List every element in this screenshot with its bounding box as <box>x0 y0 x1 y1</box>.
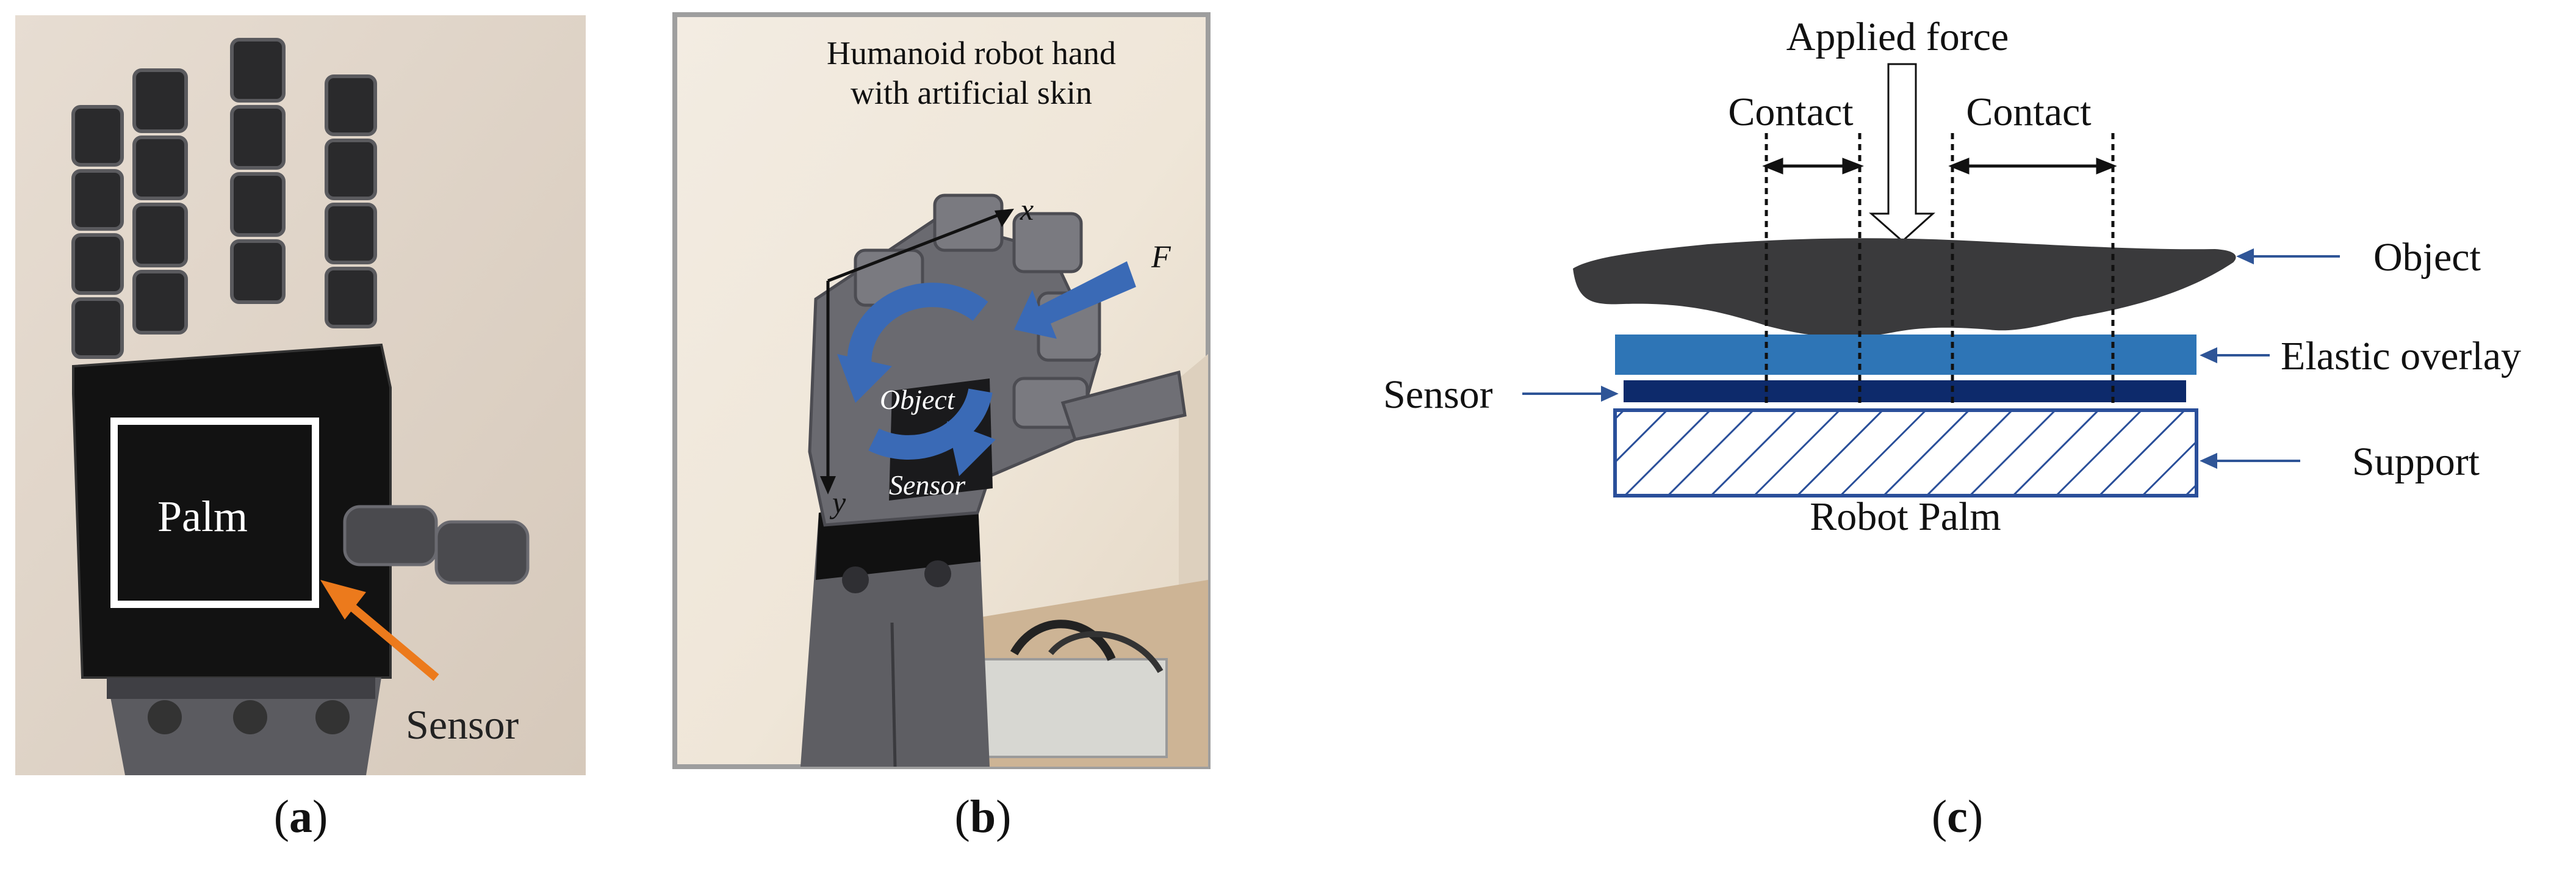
panel-a-photo: Palm Sensor <box>15 15 586 775</box>
electronics-box <box>982 658 1168 758</box>
object-label-c: Object <box>2373 235 2481 280</box>
sensor-square <box>110 418 319 608</box>
robot-fingers <box>71 38 377 359</box>
palm-label: Palm <box>157 492 248 541</box>
caption-a: (a) <box>273 791 328 842</box>
panel-b-title-line2: with artificial skin <box>851 74 1092 111</box>
object-label: Object <box>880 384 955 415</box>
sensor-pointer-arrowhead <box>320 580 366 620</box>
layer-pointer-arrows <box>1522 248 2340 469</box>
sensor-label-b: Sensor <box>889 469 966 501</box>
support-label: Support <box>2352 440 2480 484</box>
x-axis <box>827 212 1002 283</box>
panel-b-photo: Humanoid robot hand with artificial skin… <box>672 12 1211 769</box>
elastic-overlay-layer <box>1615 335 2196 375</box>
sensor-pointer-arrow <box>339 595 439 681</box>
elastic-overlay-label: Elastic overlay <box>2281 334 2521 378</box>
rotation-arrows <box>847 283 993 460</box>
contact-left-label: Contact <box>1728 90 1853 134</box>
sensor-layer <box>1624 380 2186 402</box>
panel-b-title-line1: Humanoid robot hand <box>827 35 1116 71</box>
force-arrow <box>1014 261 1136 339</box>
caption-b: (b) <box>954 791 1012 842</box>
contact-span-arrows <box>1762 157 2117 175</box>
axis-y-label: y <box>829 485 846 519</box>
robot-palm-label: Robot Palm <box>1810 494 2001 539</box>
sensor-label-a: Sensor <box>406 701 519 748</box>
robot-thumb <box>343 505 530 585</box>
object-shape <box>1573 238 2236 338</box>
applied-force-arrow <box>1869 63 1935 243</box>
robot-palm <box>72 343 392 679</box>
axis-x-label: x <box>1020 192 1034 226</box>
support-layer <box>1613 408 2198 497</box>
applied-force-label: Applied force <box>1786 15 2009 59</box>
contact-right-label: Contact <box>1966 90 2091 134</box>
panel-c-diagram: Applied force Contact Contact <box>1383 15 2521 539</box>
contact-boundary-lines <box>1765 133 2115 406</box>
force-label: F <box>1151 240 1171 275</box>
caption-c: (c) <box>1931 791 1984 842</box>
sensor-label-c: Sensor <box>1383 372 1493 417</box>
